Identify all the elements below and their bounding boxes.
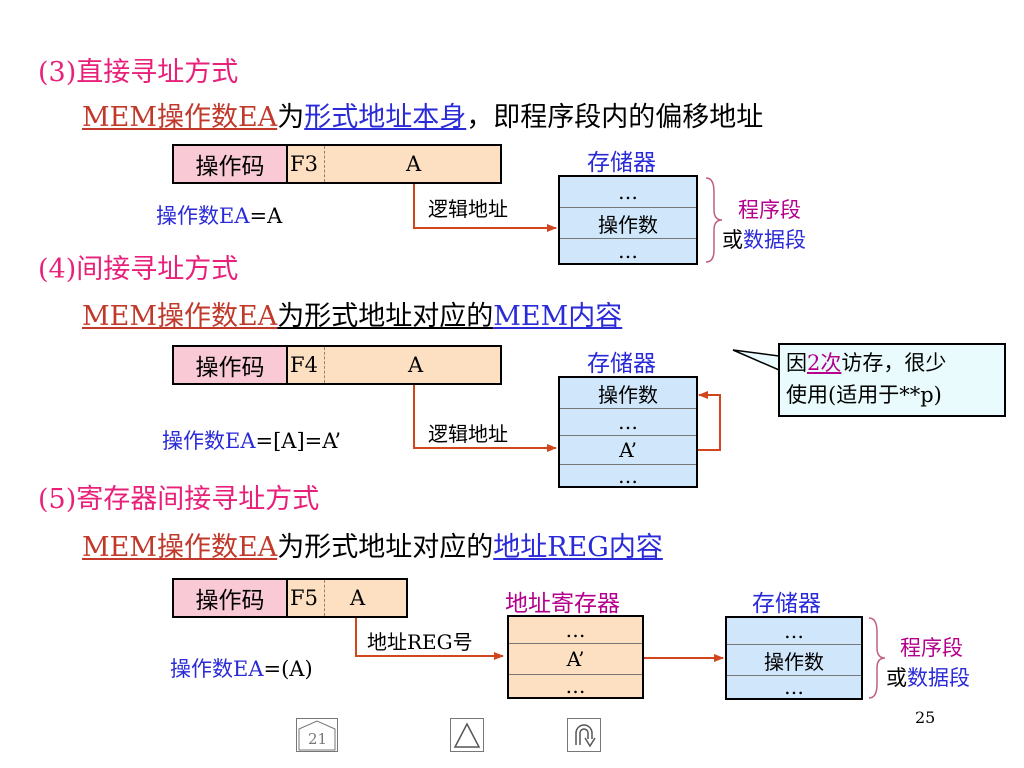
s4-ea-value: =[A]=A’ bbox=[255, 429, 342, 453]
s5-register-title: 地址寄存器 bbox=[505, 591, 620, 617]
nav-return-button[interactable] bbox=[567, 718, 601, 752]
s5-brace-or: 或 bbox=[886, 666, 907, 690]
s3-ea-value: =A bbox=[249, 204, 283, 228]
s4-note-line-1: 因2次访存，很少 bbox=[786, 347, 998, 379]
s3-ea-formula: 操作数EA=A bbox=[156, 200, 282, 230]
s4-indirect-arrow bbox=[681, 391, 721, 451]
s4-logical-address-arrow bbox=[413, 384, 557, 452]
return-icon bbox=[575, 724, 596, 748]
s5-memory-row: … bbox=[784, 675, 804, 699]
s4-memory-row-operand: 操作数 bbox=[598, 382, 658, 407]
s5-memory-title: 存储器 bbox=[752, 591, 821, 617]
s4-memory-title: 存储器 bbox=[587, 351, 656, 377]
s3-memory-row: … bbox=[618, 180, 638, 204]
s3-memory-block: … 操作数 … bbox=[558, 175, 698, 265]
s4-ea-label: 操作数EA bbox=[162, 429, 256, 453]
s3-ea-label: 操作数EA bbox=[156, 204, 250, 228]
s4-desc-mem-content: MEM内容 bbox=[493, 301, 623, 332]
nav-home-button[interactable] bbox=[450, 718, 484, 752]
s5-register-row: … bbox=[565, 674, 586, 698]
s5-ea-label: 操作数EA bbox=[170, 657, 264, 681]
s4-opcode-field: 操作码 bbox=[174, 347, 288, 383]
s4-note-rest: 访存，很少 bbox=[841, 351, 947, 375]
s4-address-field: A bbox=[408, 353, 424, 377]
s5-ea-formula: 操作数EA=(A) bbox=[170, 653, 313, 683]
s4-memory-block: 操作数 … A’ … bbox=[558, 376, 698, 488]
s5-field-separator bbox=[324, 580, 325, 616]
s5-address-field: A bbox=[350, 586, 366, 610]
s5-ea-value: =(A) bbox=[263, 657, 313, 681]
s4-memory-row-pointer: A’ bbox=[619, 438, 637, 462]
s4-ea-formula: 操作数EA=[A]=A’ bbox=[162, 425, 341, 455]
nav-slide-number: 21 bbox=[308, 730, 328, 748]
s3-instruction-format: 操作码 F3 A bbox=[172, 144, 502, 184]
s4-note-callout: 因2次访存，很少 使用(适用于**p) bbox=[778, 343, 1006, 417]
s3-memory-row-operand: 操作数 bbox=[598, 212, 658, 237]
s5-instruction-format: 操作码 F5 A bbox=[172, 578, 408, 618]
s3-desc-formal-address: 形式地址本身 bbox=[304, 102, 467, 133]
s5-register-file: … A’ … bbox=[507, 615, 644, 699]
s3-heading: (3)直接寻址方式 bbox=[38, 57, 239, 88]
s4-field-separator bbox=[324, 347, 325, 383]
s3-opcode-field: 操作码 bbox=[174, 146, 288, 182]
s5-arrow-label: 地址REG号 bbox=[367, 630, 473, 654]
s5-register-arrow bbox=[355, 617, 504, 660]
s3-desc-verb: 为 bbox=[277, 102, 305, 133]
s4-callout-pointer bbox=[732, 349, 780, 372]
house-icon bbox=[298, 720, 336, 751]
s3-memory-title: 存储器 bbox=[587, 150, 656, 176]
s3-desc-ea: MEM操作数EA bbox=[82, 102, 278, 133]
s5-mode-field: F5 bbox=[290, 586, 318, 610]
s4-desc-middle: 为形式地址对应的 bbox=[277, 301, 494, 332]
s4-arrow-label: 逻辑地址 bbox=[428, 422, 508, 446]
s4-note-because: 因 bbox=[786, 351, 807, 375]
s4-memory-row: … bbox=[618, 410, 638, 434]
s3-brace-label-or: 或数据段 bbox=[722, 224, 806, 254]
s3-field-separator bbox=[324, 146, 325, 182]
s3-brace-label-program: 程序段 bbox=[738, 198, 801, 222]
s5-brace bbox=[868, 617, 886, 699]
s4-desc-ea: MEM操作数EA bbox=[82, 301, 278, 332]
s4-note-twice: 2次 bbox=[807, 351, 842, 375]
s3-brace-data-segment: 数据段 bbox=[743, 228, 806, 252]
s5-memory-block: … 操作数 … bbox=[725, 616, 863, 700]
s5-description: MEM操作数EA为形式地址对应的地址REG内容 bbox=[82, 525, 663, 564]
s4-memory-row: … bbox=[618, 464, 638, 488]
s5-brace-data-segment: 数据段 bbox=[907, 666, 970, 690]
triangle-icon bbox=[453, 722, 481, 748]
s4-heading: (4)间接寻址方式 bbox=[38, 254, 239, 285]
s3-brace bbox=[705, 177, 723, 263]
s5-opcode-field: 操作码 bbox=[174, 580, 288, 616]
s3-brace-or: 或 bbox=[722, 228, 743, 252]
page-number: 25 bbox=[915, 708, 936, 727]
s3-arrow-label: 逻辑地址 bbox=[428, 197, 508, 221]
nav-slide-button[interactable]: 21 bbox=[296, 718, 338, 752]
s4-mode-field: F4 bbox=[290, 353, 318, 377]
s5-brace-label-program: 程序段 bbox=[900, 636, 963, 660]
s3-desc-tail: ，即程序段内的偏移地址 bbox=[466, 102, 764, 133]
s5-desc-ea: MEM操作数EA bbox=[82, 532, 278, 563]
s4-instruction-format: 操作码 F4 A bbox=[172, 345, 502, 385]
s3-logical-address-arrow bbox=[413, 182, 557, 232]
s5-memory-row: … bbox=[784, 619, 804, 643]
s5-desc-reg-content: 地址REG内容 bbox=[493, 532, 663, 563]
s5-register-row-pointer: A’ bbox=[566, 647, 585, 671]
s5-memory-row-operand: 操作数 bbox=[764, 649, 824, 674]
s4-description: MEM操作数EA为形式地址对应的MEM内容 bbox=[82, 294, 622, 333]
s3-address-field: A bbox=[406, 152, 422, 176]
s5-desc-middle: 为形式地址对应的 bbox=[277, 532, 494, 563]
s3-description: MEM操作数EA为形式地址本身，即程序段内的偏移地址 bbox=[82, 95, 763, 134]
s4-note-line-2: 使用(适用于**p) bbox=[786, 383, 942, 407]
s5-heading: (5)寄存器间接寻址方式 bbox=[38, 484, 320, 515]
s5-register-row: … bbox=[565, 618, 586, 642]
s5-brace-label-or: 或数据段 bbox=[886, 662, 970, 692]
s3-memory-row: … bbox=[618, 239, 638, 263]
s3-mode-field: F3 bbox=[290, 152, 318, 176]
